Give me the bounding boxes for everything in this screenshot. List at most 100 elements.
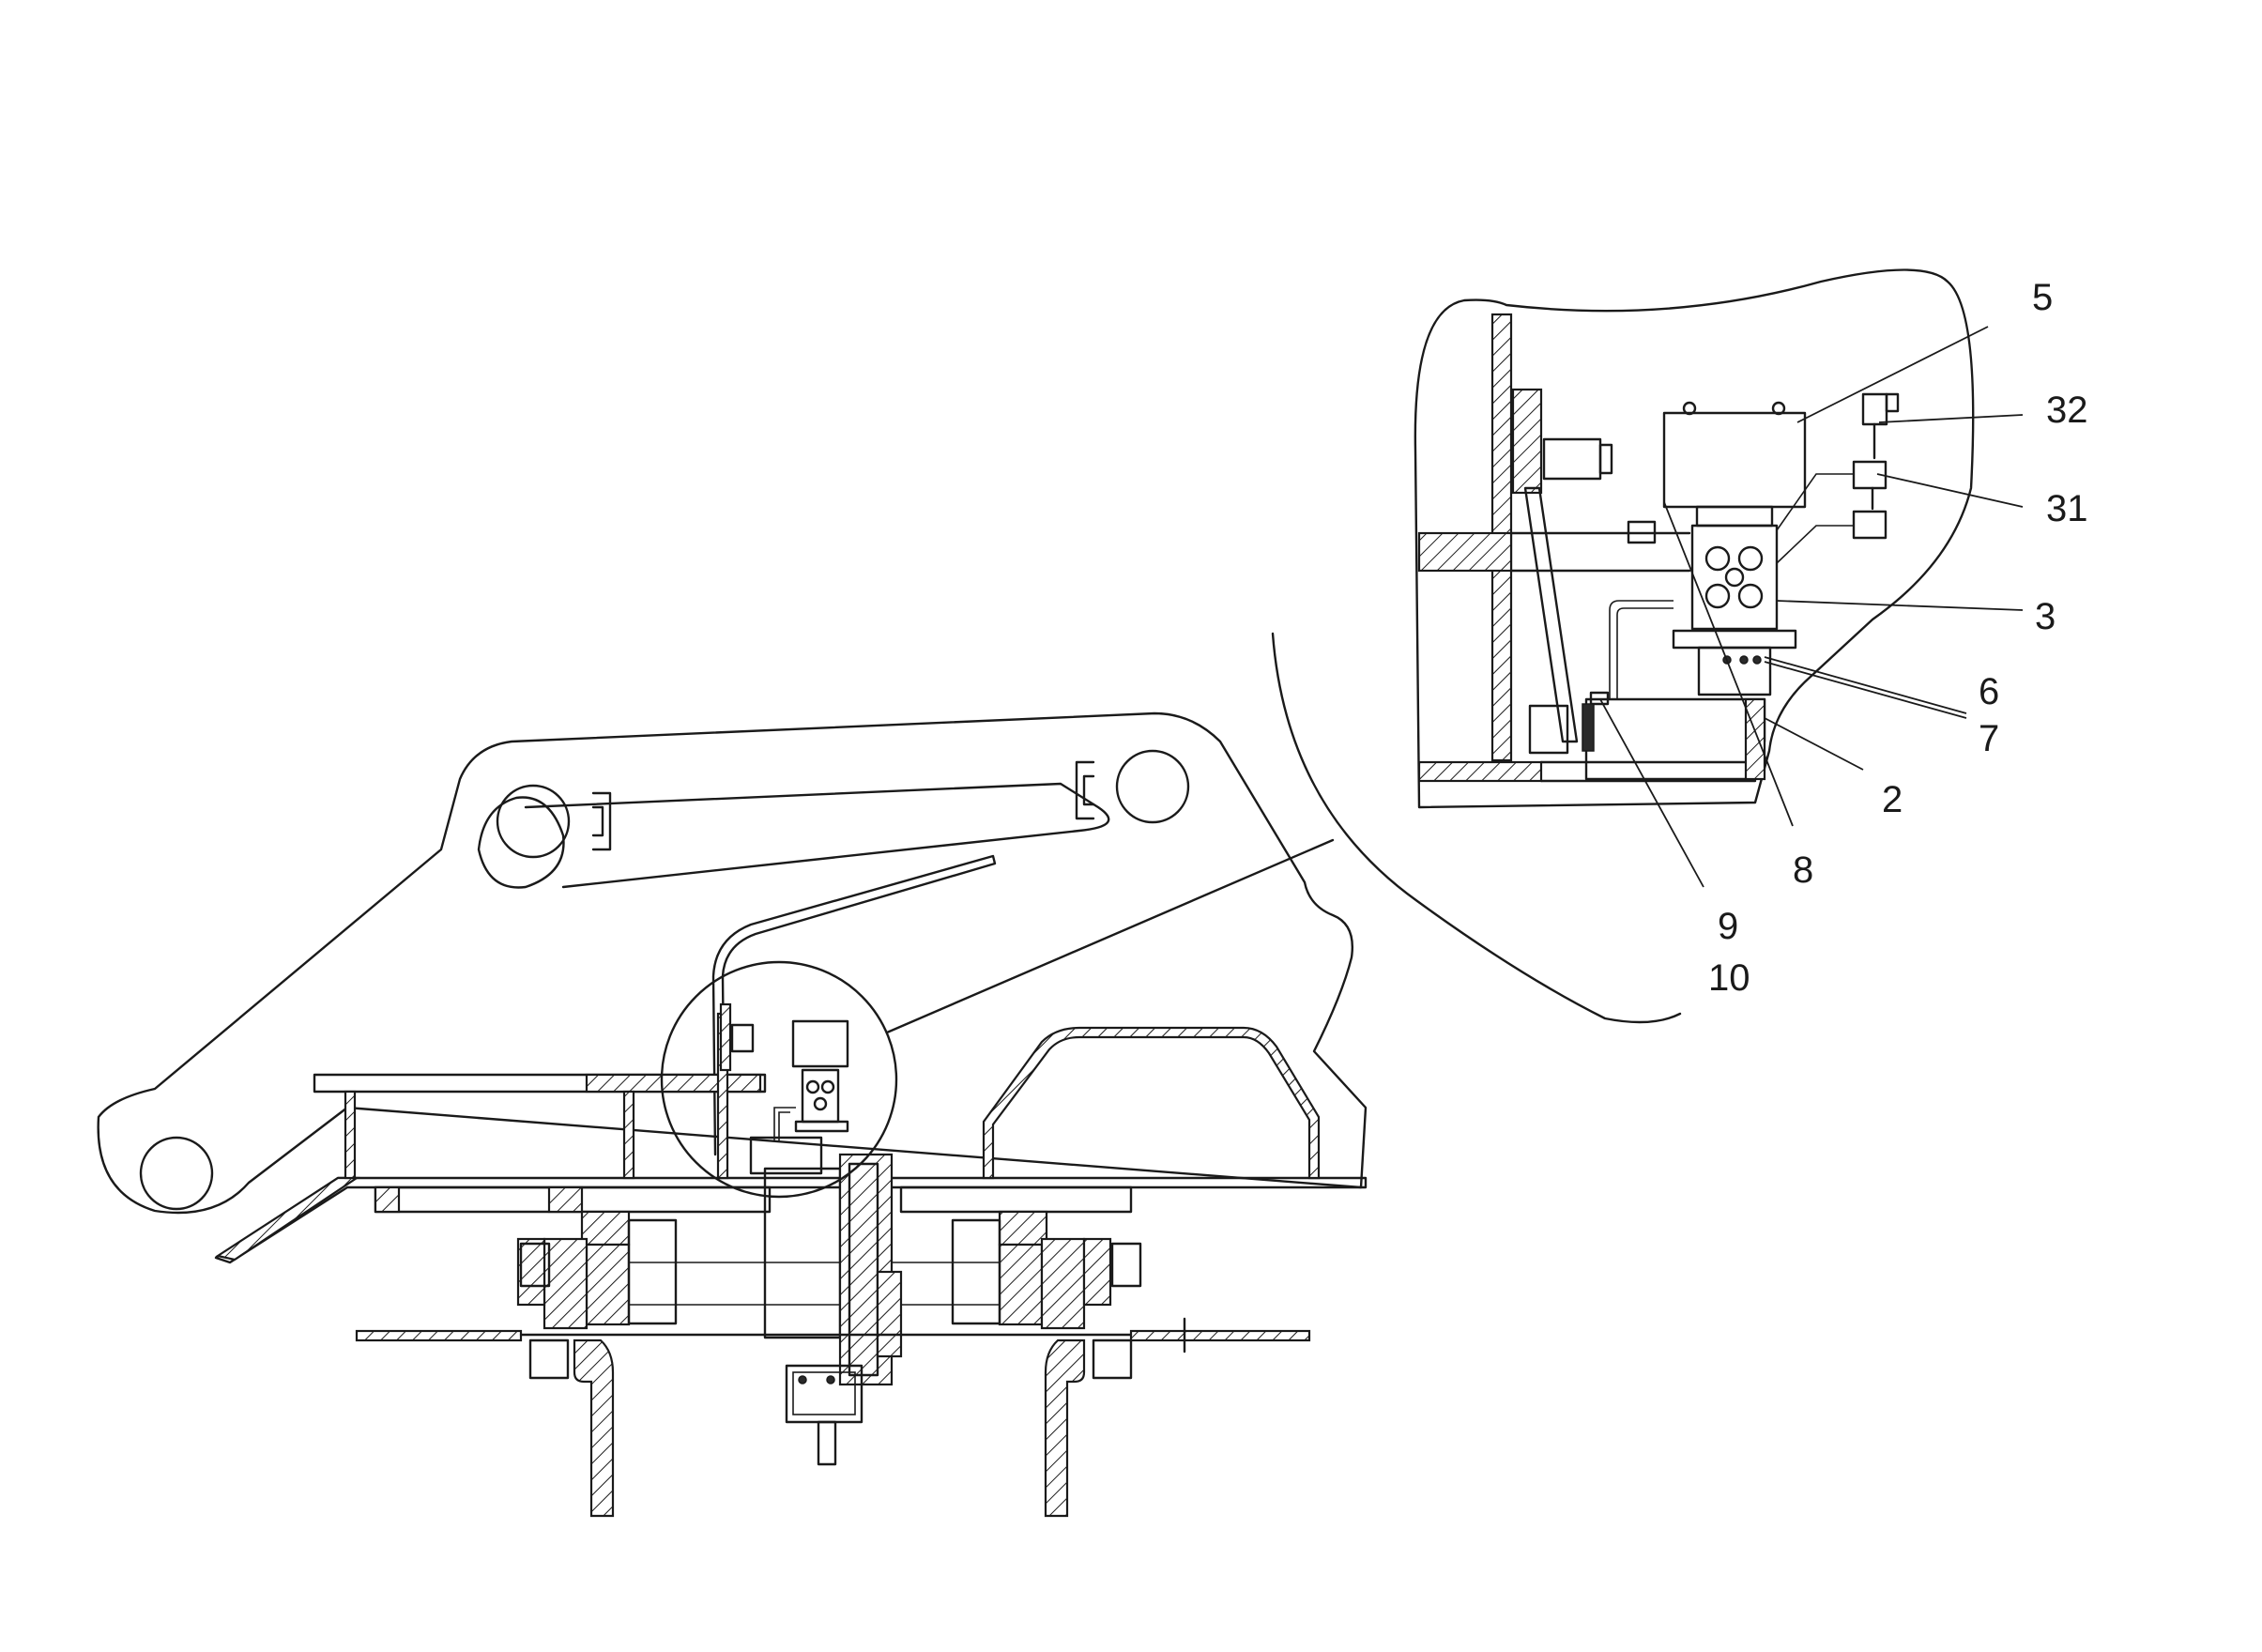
base-plate-left-hatch — [374, 1185, 401, 1214]
valve-plate — [1672, 629, 1797, 650]
base-plate-right — [899, 1185, 1133, 1214]
leader-31 — [1876, 473, 2024, 508]
detail-beam — [1417, 531, 1513, 573]
upper-plate — [313, 1073, 767, 1094]
swivel-bolt-2 — [826, 1375, 835, 1384]
swivel-lower-inner — [792, 1371, 856, 1415]
callout-6: 6 — [1979, 671, 1999, 712]
mid-side-wall — [622, 1090, 635, 1180]
callout-31: 31 — [2046, 488, 2088, 529]
valve-port-2 — [1737, 545, 1764, 572]
valve-body-3 — [1690, 524, 1779, 631]
bearing-block-right-3 — [1040, 1237, 1086, 1330]
bolt-main — [730, 1023, 755, 1053]
mount-block-main — [749, 1136, 823, 1175]
lower-plate-hatch — [215, 1176, 360, 1262]
callout-7: 7 — [1979, 718, 1999, 759]
valve-port-3 — [1704, 583, 1731, 609]
leader-32 — [1878, 414, 2024, 423]
leader-6 — [1764, 656, 1967, 714]
valve-port-main-2 — [820, 1079, 835, 1094]
fitting-32 — [1861, 392, 1888, 426]
swivel-stem — [817, 1420, 837, 1466]
detail-boundary — [1414, 268, 1975, 809]
leader-3 — [1776, 600, 2024, 611]
detail-mount — [1584, 697, 1766, 781]
callout-9: 9 — [1718, 906, 1738, 947]
detail-small-bolt — [1627, 520, 1657, 544]
boom-inner-cutout — [477, 796, 565, 889]
fitting-connector — [1776, 473, 1854, 564]
detail-pipe — [1609, 600, 1674, 699]
boom-arm-outline — [97, 711, 1368, 1215]
right-housing-outer — [982, 1026, 1321, 1180]
callout-labels: 5 32 31 3 6 7 2 8 9 10 — [1708, 277, 2088, 999]
leader-2 — [1764, 717, 1864, 771]
flange-right-lower — [1092, 1338, 1133, 1380]
callout-8: 8 — [1793, 849, 1813, 891]
leader-7 — [1764, 661, 1967, 719]
detail-arc — [1271, 632, 1682, 1024]
valve-bolt-c — [1752, 655, 1762, 665]
valve-block — [1697, 646, 1772, 696]
bearing-block-right-4 — [1082, 1237, 1112, 1307]
main-assembly — [97, 711, 1368, 1518]
detail-bottom-plate — [1417, 760, 1543, 783]
callout-5: 5 — [2032, 277, 2053, 318]
valve-port-5 — [1724, 567, 1745, 588]
flange-right — [1110, 1242, 1142, 1288]
detail-bolt-9-stem — [1582, 703, 1595, 752]
detail-bolt-9 — [1589, 691, 1610, 706]
swivel-bolt-1 — [798, 1375, 807, 1384]
detail-circle — [660, 960, 898, 1199]
upper-plate-hatch — [585, 1073, 762, 1094]
leg-right — [1044, 1338, 1086, 1518]
bearing-block-left-2 — [585, 1243, 631, 1326]
bearing-block-right-1 — [998, 1210, 1048, 1247]
valve-base-main — [794, 1120, 849, 1133]
valve-solenoid-main — [791, 1019, 849, 1068]
valve-body-main — [801, 1068, 840, 1124]
bearing-block-right-2 — [998, 1243, 1044, 1326]
left-side-wall — [344, 1090, 357, 1180]
detail-bolt-head — [1542, 437, 1602, 481]
flange-left — [519, 1242, 551, 1288]
bearing-block-left-3 — [543, 1237, 588, 1330]
detail-view — [1271, 268, 2024, 1024]
pin-hole-end — [139, 1136, 214, 1211]
callout-32: 32 — [2046, 390, 2088, 431]
leader-5 — [1796, 326, 1989, 423]
valve-bolt-b — [1739, 655, 1749, 665]
detail-leader — [885, 838, 1335, 1034]
detail-bolt-cap — [1598, 443, 1613, 475]
leg-left — [573, 1338, 615, 1518]
valve-port-4 — [1737, 583, 1764, 609]
detail-bracket — [1511, 388, 1543, 495]
solenoid-screw-2 — [1771, 401, 1786, 416]
leader-9 — [1599, 698, 1704, 888]
solenoid-neck — [1695, 505, 1774, 528]
turntable-plate-left — [355, 1329, 523, 1342]
fitting-31 — [1852, 460, 1888, 490]
valve-port-1 — [1704, 545, 1731, 572]
pin-hole-left — [496, 784, 571, 859]
callout-2: 2 — [1882, 779, 1903, 820]
clip-bracket-right — [1075, 760, 1095, 820]
callout-10: 10 — [1708, 957, 1750, 999]
flange-left-lower — [528, 1338, 570, 1380]
bearing-block-left-1 — [580, 1210, 631, 1247]
fitting-32-cap — [1885, 392, 1900, 413]
detail-rod — [1523, 486, 1579, 743]
valve-port-main-3 — [813, 1096, 828, 1111]
rotary-joint-core — [848, 1162, 879, 1377]
pin-hole-right — [1115, 749, 1190, 824]
fitting-tee — [1852, 510, 1888, 540]
detail-mount-tab — [1528, 704, 1569, 755]
bearing-ring-right — [951, 1218, 1001, 1325]
detail-mount-hatch — [1744, 697, 1766, 781]
valve-port-main-1 — [805, 1079, 820, 1094]
leader-8 — [1663, 501, 1794, 827]
clip-bracket-left — [591, 791, 612, 851]
bearing-block-left-4 — [516, 1237, 546, 1307]
